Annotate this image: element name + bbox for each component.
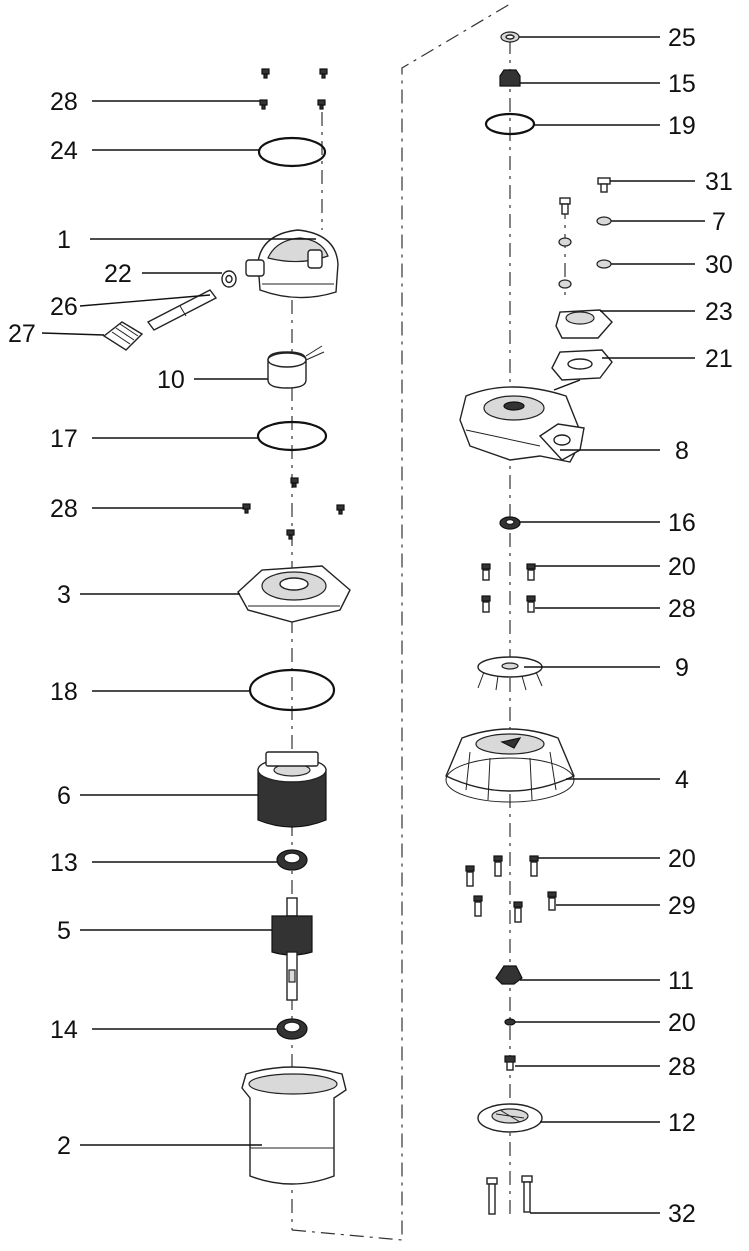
label-18: 18	[50, 678, 78, 706]
label-17: 17	[50, 425, 78, 453]
label-20-upper: 20	[668, 553, 696, 581]
label-22: 22	[104, 260, 132, 288]
leader-lines	[41, 36, 705, 1214]
part-labels: 28 24 1 22 26 27 10 17 28 3 18 6 13 5 14…	[8, 24, 733, 1228]
strainer-12	[477, 1103, 543, 1133]
label-9: 9	[675, 654, 689, 682]
flange-23	[555, 309, 613, 339]
screws-mid	[242, 477, 345, 540]
label-15: 15	[668, 70, 696, 98]
label-23: 23	[705, 298, 733, 326]
o-ring-18	[248, 668, 336, 712]
label-19: 19	[668, 112, 696, 140]
bolts-20-29-lower	[465, 855, 557, 923]
o-ring-17	[256, 420, 328, 452]
cable-plug-27	[102, 321, 144, 351]
assembly-axes	[291, 3, 566, 1241]
label-14: 14	[50, 1016, 78, 1044]
washer-25	[500, 31, 520, 43]
screw-28	[504, 1055, 516, 1071]
capacitor-10	[267, 345, 325, 389]
pump-housing-4	[445, 728, 575, 803]
nut-15	[499, 69, 521, 87]
label-16: 16	[668, 509, 696, 537]
cable-gland-26	[146, 289, 218, 331]
stator-6	[257, 751, 327, 828]
rotor-shaft-5	[271, 897, 313, 1001]
label-12: 12	[668, 1109, 696, 1137]
o-ring-24	[257, 136, 327, 168]
washer-20	[504, 1018, 516, 1026]
label-24: 24	[50, 137, 78, 165]
label-11: 11	[668, 967, 694, 995]
label-28-top: 28	[50, 88, 78, 116]
seal-22	[221, 270, 237, 288]
bearing-flange-3	[237, 565, 351, 623]
diffuser-11	[495, 965, 523, 985]
label-25: 25	[668, 24, 696, 52]
label-8: 8	[675, 437, 689, 465]
label-28-upper: 28	[668, 595, 696, 623]
label-27: 27	[8, 320, 36, 348]
label-31: 31	[705, 168, 733, 196]
label-7: 7	[712, 208, 726, 236]
label-26: 26	[50, 293, 78, 321]
bolts-20-28-upper	[481, 563, 536, 613]
label-20-mid: 20	[668, 845, 696, 873]
label-13: 13	[50, 849, 78, 877]
bearing-14	[276, 1018, 308, 1040]
gasket-21	[551, 349, 613, 381]
label-2: 2	[57, 1132, 71, 1160]
label-10: 10	[157, 366, 185, 394]
bolts-31-7-30	[558, 177, 612, 289]
label-29: 29	[668, 892, 696, 920]
label-6: 6	[57, 782, 71, 810]
o-ring-19	[484, 112, 536, 136]
label-32: 32	[668, 1200, 696, 1228]
label-20-lower: 20	[668, 1009, 696, 1037]
motor-housing-2	[241, 1066, 347, 1185]
bearing-16	[499, 516, 521, 530]
screws-top	[259, 68, 328, 110]
label-1: 1	[57, 226, 71, 254]
label-3: 3	[57, 581, 71, 609]
bolts-32	[486, 1175, 533, 1215]
label-30: 30	[705, 251, 733, 279]
label-4: 4	[675, 766, 689, 794]
label-5: 5	[57, 917, 71, 945]
pump-cover-8	[459, 386, 585, 463]
label-28-lower: 28	[668, 1053, 696, 1081]
label-21: 21	[705, 345, 733, 373]
motor-cover-1	[245, 229, 339, 299]
label-28-mid: 28	[50, 495, 78, 523]
impeller-9	[477, 656, 543, 691]
bearing-13	[276, 849, 308, 871]
